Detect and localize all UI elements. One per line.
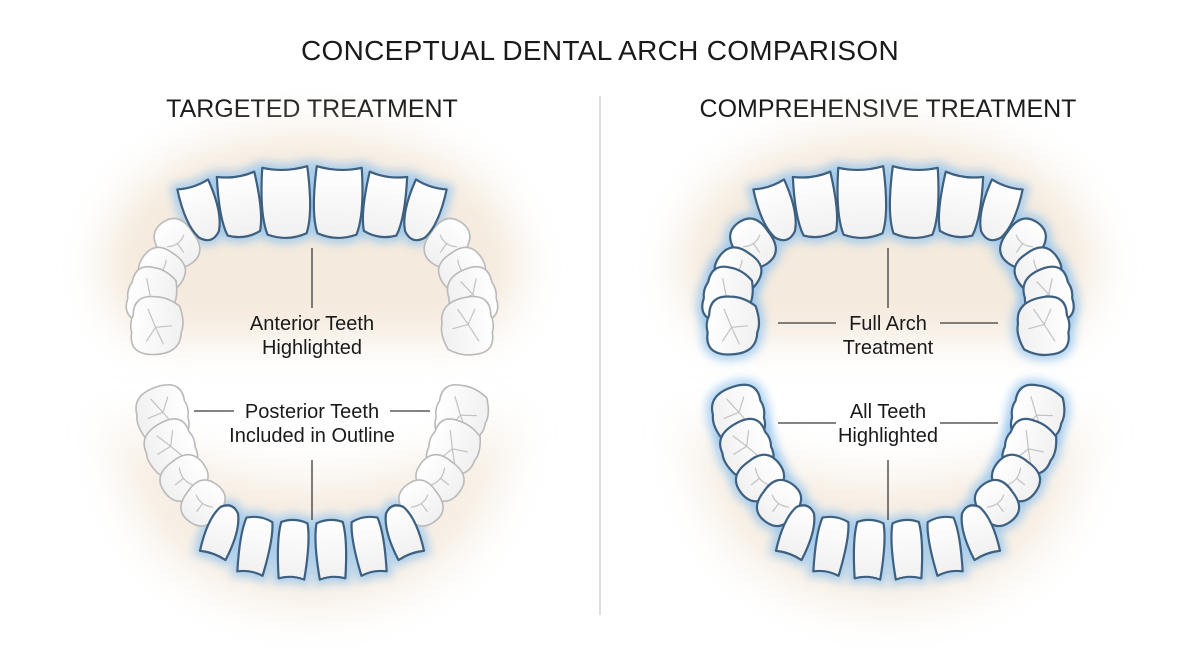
lower-central-incisor-tooth — [852, 518, 886, 581]
tooth-outline — [926, 515, 964, 577]
tooth-outline — [350, 515, 388, 577]
tooth-outline — [774, 504, 816, 562]
tooth-outline — [836, 165, 888, 239]
tooth-outline — [960, 504, 1002, 562]
panel-heading: TARGETED TREATMENT — [166, 95, 458, 123]
tooth-cusp-detail — [732, 430, 762, 459]
dental-arches — [701, 165, 1075, 581]
lower-lateral-incisor-tooth — [812, 515, 850, 577]
tooth-outline — [888, 165, 940, 239]
tooth-cusp-detail — [145, 308, 172, 345]
tooth-outline — [215, 170, 263, 239]
tooth-outline — [361, 170, 409, 239]
tooth-cusp-detail — [986, 494, 1005, 512]
upper-molar-tooth — [1016, 295, 1071, 357]
tooth-outline — [403, 178, 448, 242]
tooth-outline — [440, 295, 495, 356]
lower-label-line-1: Posterior Teeth — [245, 401, 379, 423]
panel-comprehensive-treatment: COMPREHENSIVE TREATMENT Full Arch Treatm… — [678, 95, 1098, 610]
tooth-outline — [129, 295, 184, 356]
tooth-cusp-detail — [742, 234, 761, 253]
upper-label-line-2: Highlighted — [262, 337, 362, 359]
tooth-cusp-detail — [1015, 234, 1034, 253]
lower-canine-tooth — [774, 504, 816, 562]
tooth-outline — [937, 170, 985, 239]
tooth-cusp-detail — [156, 430, 186, 459]
tooth-outline — [705, 295, 761, 356]
tooth-outline — [890, 518, 924, 581]
leader-lines — [194, 248, 430, 520]
dental-arches — [125, 165, 499, 581]
page-title: CONCEPTUAL DENTAL ARCH COMPARISON — [301, 35, 899, 66]
tooth-outline — [276, 518, 310, 581]
lower-label-line-2: Highlighted — [838, 425, 938, 447]
upper-canine-tooth — [752, 178, 797, 242]
upper-lateral-incisor-tooth — [361, 170, 409, 239]
lower-lateral-incisor-tooth — [926, 515, 964, 577]
tooth-outline — [791, 170, 839, 239]
lower-label-line-1: All Teeth — [850, 401, 926, 423]
tooth-outline — [752, 178, 797, 242]
tooth-cusp-detail — [410, 494, 429, 512]
upper-central-incisor-tooth — [888, 165, 940, 239]
lower-canine-tooth — [198, 504, 240, 562]
tooth-outline — [198, 504, 240, 562]
tooth-outline — [176, 178, 221, 242]
lower-canine-tooth — [960, 504, 1002, 562]
tooth-cusp-detail — [195, 494, 214, 512]
lower-canine-tooth — [384, 504, 426, 562]
upper-canine-tooth — [979, 178, 1024, 242]
panel-targeted-treatment: TARGETED TREATMENT Anterior Teeth Highli… — [102, 95, 522, 610]
tooth-outline — [260, 165, 312, 239]
lower-central-incisor-tooth — [314, 518, 348, 581]
upper-canine-tooth — [403, 178, 448, 242]
tooth-cusp-detail — [452, 308, 480, 342]
tooth-outline — [1016, 295, 1071, 357]
leader-lines — [778, 248, 998, 520]
upper-lateral-incisor-tooth — [937, 170, 985, 239]
upper-lateral-incisor-tooth — [215, 170, 263, 239]
tooth-outline — [852, 518, 886, 581]
panel-heading: COMPREHENSIVE TREATMENT — [700, 95, 1077, 123]
upper-central-incisor-tooth — [836, 165, 888, 239]
tooth-outline — [979, 178, 1024, 242]
upper-label-line-2: Treatment — [843, 337, 934, 359]
upper-label-line-1: Full Arch — [849, 313, 927, 335]
upper-central-incisor-tooth — [260, 165, 312, 239]
tooth-cusp-detail — [431, 467, 450, 486]
upper-molar-tooth — [440, 295, 495, 356]
tooth-outline — [384, 504, 426, 562]
upper-lateral-incisor-tooth — [791, 170, 839, 239]
tooth-cusp-detail — [721, 308, 748, 345]
lower-label-line-2: Included in Outline — [229, 425, 395, 447]
lower-central-incisor-tooth — [890, 518, 924, 581]
lower-central-incisor-tooth — [276, 518, 310, 581]
tooth-outline — [812, 515, 850, 577]
lower-lateral-incisor-tooth — [236, 515, 274, 577]
lower-lateral-incisor-tooth — [350, 515, 388, 577]
tooth-cusp-detail — [174, 467, 193, 486]
upper-canine-tooth — [176, 178, 221, 242]
tooth-cusp-detail — [1028, 308, 1056, 342]
upper-central-incisor-tooth — [312, 165, 364, 239]
upper-molar-tooth — [705, 295, 761, 356]
tooth-cusp-detail — [439, 234, 458, 253]
tooth-cusp-detail — [166, 234, 185, 253]
upper-label-line-1: Anterior Teeth — [250, 313, 374, 335]
tooth-outline — [314, 518, 348, 581]
tooth-outline — [312, 165, 364, 239]
upper-molar-tooth — [129, 295, 184, 356]
tooth-outline — [236, 515, 274, 577]
tooth-cusp-detail — [771, 494, 790, 512]
tooth-cusp-detail — [750, 467, 769, 486]
tooth-cusp-detail — [1007, 467, 1026, 486]
